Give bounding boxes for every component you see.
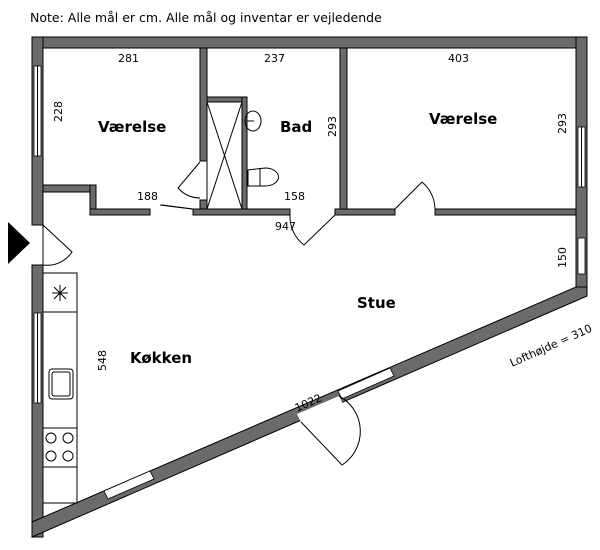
window-living bbox=[577, 237, 586, 275]
stove-icon bbox=[45, 432, 74, 462]
dim-bedroom-right-width: 403 bbox=[448, 52, 469, 65]
window-diagonal-2 bbox=[337, 367, 395, 400]
outer-walls bbox=[31, 36, 588, 538]
room-label-living: Stue bbox=[357, 294, 396, 312]
dim-hall: 947 bbox=[275, 220, 296, 233]
room-label-bedroom-left: Værelse bbox=[98, 118, 166, 136]
terrace-door bbox=[300, 395, 361, 466]
kitchen-sink-icon bbox=[48, 368, 74, 400]
entrance-door bbox=[42, 224, 73, 266]
dim-kitchen-length: 548 bbox=[96, 350, 109, 371]
shower bbox=[206, 101, 243, 210]
doors bbox=[42, 161, 436, 466]
bedroom-right-door bbox=[394, 181, 436, 210]
room-label-bath: Bad bbox=[280, 118, 312, 136]
note-text: Note: Alle mål er cm. Alle mål og invent… bbox=[30, 10, 382, 25]
top-wall bbox=[31, 36, 588, 49]
toilet-icon bbox=[247, 167, 279, 187]
dim-bath-height: 293 bbox=[326, 116, 339, 137]
room-label-bedroom-right: Værelse bbox=[429, 110, 497, 128]
entrance-arrow-icon bbox=[8, 222, 30, 264]
dim-bath-width: 237 bbox=[264, 52, 285, 65]
dim-bedroom-right-height: 293 bbox=[556, 113, 569, 134]
extractor-icon bbox=[52, 285, 68, 301]
kitchen-counter bbox=[42, 272, 78, 504]
dim-bedroom-left-width: 281 bbox=[118, 52, 139, 65]
dim-bedroom-left-bottom: 188 bbox=[137, 190, 158, 203]
dim-bath-bottom: 158 bbox=[284, 190, 305, 203]
interior-walls bbox=[42, 47, 577, 216]
bath-sink-icon bbox=[244, 110, 262, 132]
room-label-kitchen: Køkken bbox=[130, 349, 192, 367]
bath-door bbox=[177, 161, 201, 199]
window-diagonal-1 bbox=[103, 470, 155, 500]
dim-bedroom-left-height: 228 bbox=[52, 101, 65, 122]
dim-right-wall: 150 bbox=[556, 247, 569, 268]
ceiling-height-label: Lofthøjde = 310 bbox=[508, 322, 594, 370]
windows bbox=[33, 65, 586, 500]
hall-door bbox=[289, 214, 336, 246]
